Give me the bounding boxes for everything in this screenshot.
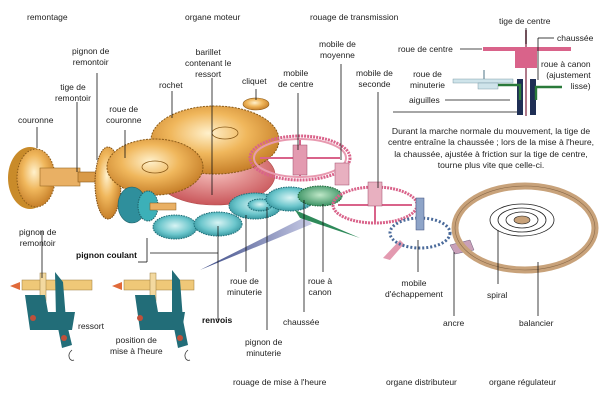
inset-label-chaussee: chaussée xyxy=(557,33,594,43)
label-balancier: balancier xyxy=(519,318,554,328)
winding-position-mechanism xyxy=(10,272,93,361)
label-chaussee: chaussée xyxy=(283,317,320,327)
label-renvois: renvois xyxy=(202,315,233,325)
section-organe-distributeur: organe distributeur xyxy=(386,377,457,387)
section-remontage: remontage xyxy=(27,12,68,22)
inset-label-tige-centre: tige de centre xyxy=(499,16,551,26)
crown xyxy=(8,147,101,209)
leader-lines xyxy=(36,28,554,330)
explanatory-note: Durant la marche normale du mouvement, l… xyxy=(387,126,595,170)
inset-label-aiguilles: aiguilles xyxy=(409,95,440,105)
section-organe-regulateur: organe régulateur xyxy=(489,377,557,387)
label-couronne: couronne xyxy=(18,115,54,125)
section-rouage-transmission: rouage de transmission xyxy=(310,12,399,22)
label-spiral: spiral xyxy=(487,290,508,300)
center-wheel-inset xyxy=(452,30,571,116)
label-cliquet: cliquet xyxy=(242,76,267,86)
set-time-position-mechanism xyxy=(112,270,195,361)
label-ressort: ressort xyxy=(78,321,104,331)
inset-label-roue-centre: roue de centre xyxy=(398,44,453,54)
label-rochet: rochet xyxy=(159,80,183,90)
label-ancre: ancre xyxy=(443,318,465,328)
section-organe-moteur: organe moteur xyxy=(185,12,241,22)
section-rouage-mise-heure: rouage de mise à l'heure xyxy=(233,377,327,387)
label-pignon-coulant: pignon coulant xyxy=(76,250,137,260)
